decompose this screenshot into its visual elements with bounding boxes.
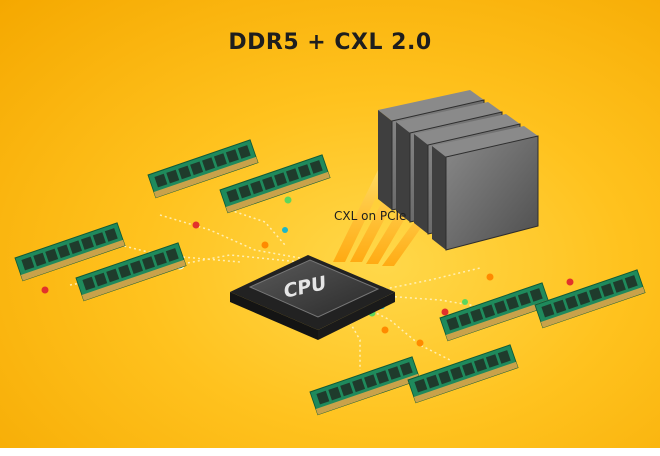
ddr5-dimm-icon bbox=[534, 269, 646, 329]
cxl-ssd-drive-icon bbox=[432, 126, 539, 251]
ddr5-dimm-icon bbox=[407, 344, 519, 404]
ddr5-dimm-icon bbox=[439, 282, 551, 342]
diagram-title: DDR5 + CXL 2.0 bbox=[228, 30, 432, 55]
ddr5-dimm-icon bbox=[309, 356, 421, 416]
cpu-chip-icon: CPU bbox=[230, 255, 395, 340]
cxl-link-label: CXL on PCIe bbox=[334, 209, 406, 223]
